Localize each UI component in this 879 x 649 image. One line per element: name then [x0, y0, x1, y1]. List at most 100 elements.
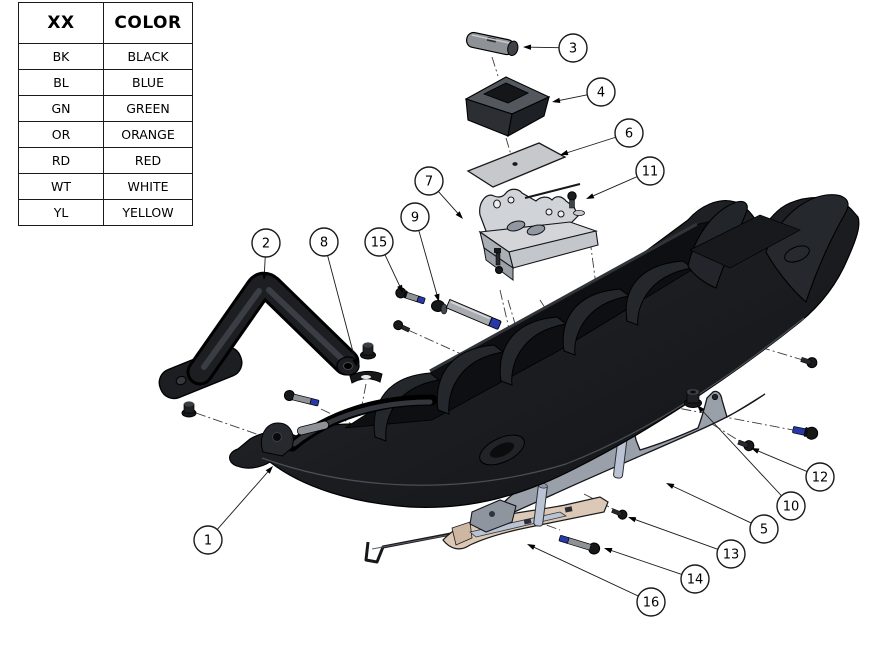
blue-bolt: [395, 287, 426, 305]
balloon-circle: [776, 491, 806, 521]
callout-16-wear-strip: 16: [527, 544, 666, 617]
callout-8-curved-washer: 8: [309, 227, 358, 367]
balloon-number: 7: [425, 175, 433, 190]
balloon-circle: [309, 227, 339, 257]
ski-body: [229, 194, 860, 508]
leader-line: [634, 518, 718, 550]
code-cell: BL: [18, 69, 104, 96]
strip-bolt: [558, 535, 601, 555]
leader-arrowhead: [666, 483, 675, 489]
balloon-number: 12: [812, 471, 829, 486]
flange-nut: [181, 401, 197, 418]
balloon-number: 16: [643, 596, 660, 611]
balloon-circle: [805, 462, 835, 492]
balloon-number: 5: [760, 523, 768, 538]
blue-bolt: [792, 426, 819, 440]
balloon-number: 6: [625, 127, 633, 142]
balloon-number: 3: [569, 42, 577, 57]
code-cell: BK: [18, 43, 104, 70]
callout-15-mount-bolt: 15: [364, 227, 403, 293]
balloon-number: 14: [687, 573, 704, 588]
balloon-circle: [614, 118, 644, 148]
leader-line: [418, 230, 438, 296]
leader-arrowhead: [604, 548, 613, 554]
callout-9-pivot-bolt: 9: [400, 202, 440, 302]
balloon-number: 1: [204, 534, 212, 549]
callout-4-rubber-damper: 4: [552, 77, 616, 107]
leader-arrowhead: [586, 193, 595, 199]
screw: [800, 357, 818, 369]
balloon-circle: [635, 156, 665, 186]
balloon-circle: [749, 514, 779, 544]
leader-line: [757, 450, 808, 472]
callout-1-ski-body: 1: [193, 466, 273, 555]
color-cell: RED: [103, 147, 193, 174]
balloon-circle: [193, 525, 223, 555]
pivot-bolt: [431, 298, 502, 330]
callout-6-shim-plate: 6: [560, 118, 644, 156]
balloon-number: 13: [723, 548, 740, 563]
runner-screw: [737, 439, 755, 452]
curved-washer: [349, 370, 383, 384]
callout-12-runner-screw: 12: [751, 448, 835, 492]
leader-arrowhead: [527, 544, 536, 550]
legend-header-row: XX COLOR: [18, 2, 193, 44]
ski-handle: [158, 271, 360, 400]
color-cell: YELLOW: [103, 199, 193, 226]
balloon-number: 8: [320, 236, 328, 251]
leader-line: [529, 46, 560, 49]
blue-bolt: [283, 389, 320, 407]
flange-nut: [360, 342, 376, 360]
balloon-circle: [716, 539, 746, 569]
balloon-circle: [636, 587, 666, 617]
screw: [393, 320, 411, 333]
leader-arrowhead: [523, 44, 532, 50]
callout-13-strip-screw: 13: [628, 517, 746, 569]
leader-line: [437, 191, 459, 215]
balloon-number: 2: [262, 237, 270, 252]
callout-11-bracket-bolt: 11: [586, 156, 665, 199]
leader-line: [327, 255, 356, 361]
leader-arrowhead: [697, 405, 705, 413]
code-cell: RD: [18, 147, 104, 174]
leader-arrowhead: [751, 448, 760, 454]
leader-line: [610, 549, 682, 575]
code-cell: WT: [18, 173, 104, 200]
leader-line: [672, 485, 752, 524]
leader-arrowhead: [397, 284, 403, 293]
callout-7-mount-bracket: 7: [414, 166, 463, 219]
leader-arrowhead: [628, 517, 637, 523]
balloon-circle: [414, 166, 444, 196]
leader-arrowhead: [552, 97, 561, 104]
leader-arrowhead: [261, 271, 268, 280]
balloon-number: 9: [411, 211, 419, 226]
color-cell: ORANGE: [103, 121, 193, 148]
leader-arrowhead: [352, 358, 358, 367]
flange-nut: [684, 389, 702, 408]
balloon-circle: [251, 228, 281, 258]
leader-line: [216, 470, 269, 530]
balloon-circle: [680, 564, 710, 594]
leader-line: [592, 176, 638, 197]
rubber-damper: [464, 76, 551, 138]
spindle-ear: [261, 422, 294, 457]
spacer-tube: [465, 31, 519, 57]
balloon-circle: [558, 33, 588, 63]
legend-header-color: COLOR: [103, 2, 193, 44]
callout-3-spacer-tube: 3: [523, 33, 588, 63]
leader-line: [558, 94, 588, 102]
leader-arrowhead: [434, 293, 440, 302]
shim-plate: [466, 142, 567, 188]
leader-arrowhead: [560, 149, 569, 156]
balloon-number: 4: [597, 86, 605, 101]
callout-10-flange-nut: 10: [697, 405, 806, 521]
